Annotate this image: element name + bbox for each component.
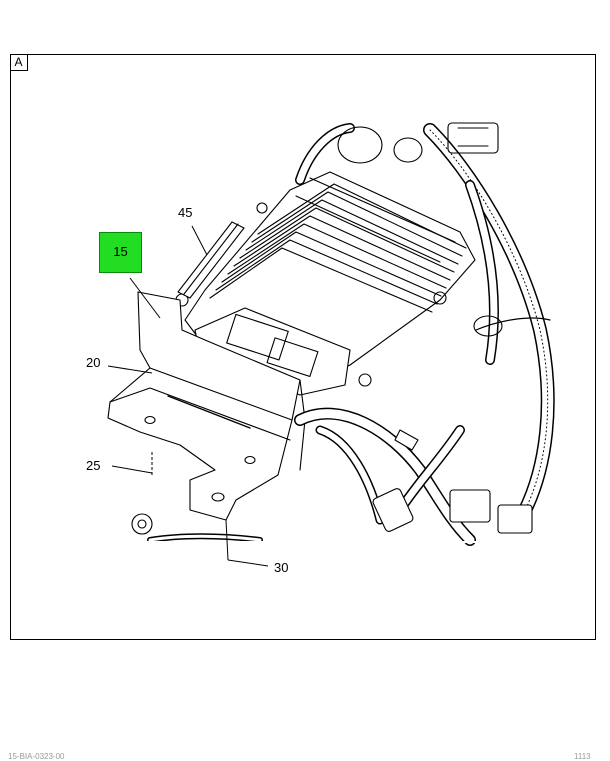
heat-shield-bar — [177, 221, 245, 299]
ecm-module — [175, 171, 476, 396]
callout-45[interactable]: 45 — [178, 205, 193, 220]
leader-lines — [107, 225, 269, 567]
leader-30-vertical — [225, 519, 229, 561]
diagram-frame — [10, 54, 596, 640]
wiring-harness-lower — [131, 315, 551, 546]
wiring-harness-top — [295, 122, 499, 185]
leader-20 — [107, 365, 153, 374]
footer-drawing-number: 15-BIA-0323-00 — [8, 752, 65, 761]
leader-45 — [191, 225, 208, 256]
callout-20[interactable]: 20 — [86, 355, 101, 370]
wiring-harness-right — [423, 123, 555, 527]
callout-25[interactable]: 25 — [86, 458, 101, 473]
footer-page-code: 1113 — [574, 752, 591, 761]
leader-15 — [129, 277, 161, 319]
callout-30[interactable]: 30 — [274, 560, 289, 575]
highlighted-callout-15[interactable]: 15 — [99, 232, 142, 273]
view-label: A — [10, 54, 28, 71]
leader-30 — [227, 559, 269, 567]
leader-25 — [111, 465, 153, 474]
